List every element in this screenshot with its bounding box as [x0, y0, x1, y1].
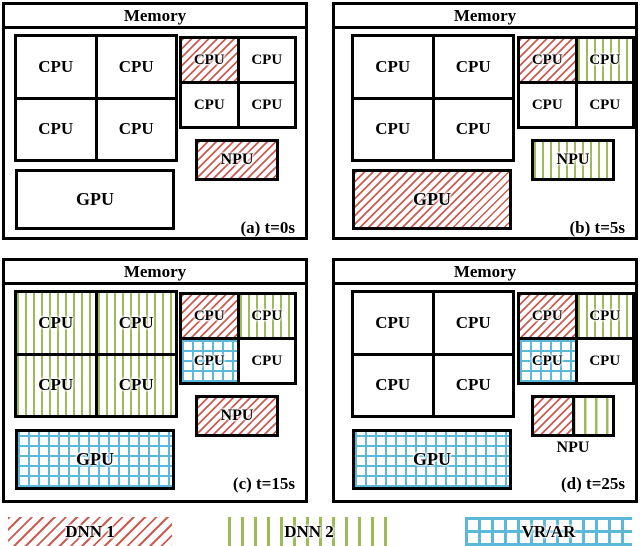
cpu-box: CPU [354, 355, 432, 415]
cpu-box: CPU [520, 340, 575, 382]
memory-bar: Memory [335, 261, 635, 285]
panel-caption: (d) t=25s [561, 474, 625, 493]
legend-item-dnn2: DNN 2 [228, 517, 390, 546]
big-cpu-cluster: CPU CPU CPU CPU [351, 34, 515, 162]
big-cpu-cluster: CPU CPU CPU CPU [351, 290, 515, 418]
cpu-box: CPU [354, 37, 432, 97]
cpu-box: CPU [97, 99, 175, 159]
npu-label: NPU [220, 407, 254, 424]
cpu-box: CPU [182, 295, 237, 337]
gpu-box: GPU [352, 429, 512, 490]
cpu-box: CPU [239, 39, 294, 81]
npu-block: NPU [195, 395, 279, 437]
gpu-box: GPU [15, 169, 175, 230]
panel-a-t0s: Memory CPU CPU CPU CPU CPU CPU CPU CPU N… [2, 2, 308, 240]
npu-label: NPU [556, 439, 590, 456]
cpu-box: CPU [239, 295, 294, 337]
small-cpu-cluster: CPU CPU CPU CPU [179, 36, 297, 129]
cpu-box: CPU [520, 84, 575, 126]
big-cpu-cluster: CPU CPU CPU CPU [14, 34, 178, 162]
cpu-box: CPU [97, 293, 175, 353]
panel-caption: (b) t=5s [569, 218, 626, 237]
cpu-box: CPU [354, 293, 432, 353]
cpu-box: CPU [17, 37, 95, 97]
cpu-box: CPU [182, 340, 237, 382]
legend-item-vrar: VR/AR [465, 517, 632, 546]
cpu-box: CPU [577, 340, 632, 382]
npu-label: NPU [556, 151, 590, 168]
panel-c-t15s: Memory CPU CPU CPU CPU CPU CPU CPU CPU N… [2, 258, 308, 503]
cpu-box: CPU [17, 293, 95, 353]
npu-box [531, 139, 615, 181]
cpu-box: CPU [17, 99, 95, 159]
cpu-box: CPU [577, 295, 632, 337]
big-cpu-cluster: CPU CPU CPU CPU [14, 290, 178, 418]
small-cpu-cluster: CPU CPU CPU CPU [517, 36, 635, 129]
npu-label: NPU [220, 151, 254, 168]
cpu-box: CPU [182, 84, 237, 126]
npu-block: NPU [195, 139, 279, 181]
panel-d-t25s: Memory CPU CPU CPU CPU CPU CPU CPU CPU N… [332, 258, 638, 503]
gpu-box: GPU [352, 169, 512, 230]
panel-caption: (c) t=15s [232, 474, 295, 493]
npu-block: NPU [531, 395, 615, 457]
cpu-box: CPU [434, 99, 512, 159]
panel-caption: (a) t=0s [240, 218, 295, 237]
legend-label-vrar: VR/AR [521, 521, 576, 541]
cpu-box: CPU [520, 39, 575, 81]
legend-label-dnn1: DNN 1 [65, 521, 115, 541]
legend-item-dnn1: DNN 1 [8, 517, 172, 546]
memory-bar: Memory [5, 261, 305, 285]
cpu-box: CPU [182, 39, 237, 81]
cpu-box: CPU [97, 37, 175, 97]
npu-box [531, 395, 615, 437]
cpu-box: CPU [354, 99, 432, 159]
cpu-box: CPU [434, 293, 512, 353]
cpu-box: CPU [239, 84, 294, 126]
cpu-box: CPU [520, 295, 575, 337]
npu-box [195, 395, 279, 437]
cpu-box: CPU [577, 84, 632, 126]
memory-bar: Memory [5, 5, 305, 29]
panel-b-t5s: Memory CPU CPU CPU CPU CPU CPU CPU CPU N… [332, 2, 638, 240]
npu-block: NPU [531, 139, 615, 181]
cpu-box: CPU [434, 355, 512, 415]
cpu-box: CPU [239, 340, 294, 382]
memory-bar: Memory [335, 5, 635, 29]
cpu-box: CPU [17, 355, 95, 415]
cpu-box: CPU [97, 355, 175, 415]
legend-label-dnn2: DNN 2 [284, 521, 334, 541]
npu-box [195, 139, 279, 181]
gpu-box: GPU [15, 429, 175, 490]
cpu-box: CPU [577, 39, 632, 81]
small-cpu-cluster: CPU CPU CPU CPU [517, 292, 635, 385]
small-cpu-cluster: CPU CPU CPU CPU [179, 292, 297, 385]
cpu-box: CPU [434, 37, 512, 97]
